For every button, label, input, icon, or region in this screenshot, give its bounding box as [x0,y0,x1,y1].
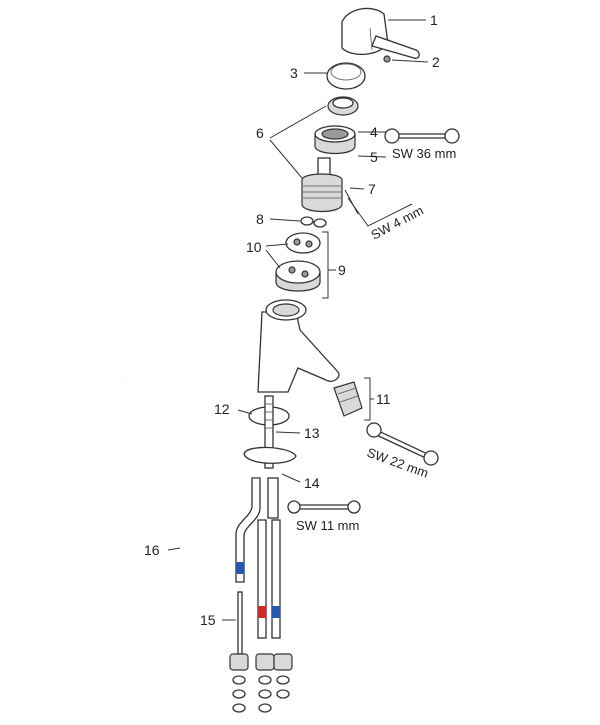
part-hex-screw [344,189,359,215]
callout-3: 3 [290,65,298,81]
tool-size-sw11: SW 11 mm [296,518,359,533]
callout-2: 2 [432,54,440,70]
part-cartridge-nut [314,125,356,155]
callout-13: 13 [304,425,320,441]
callout-1: 1 [430,12,438,28]
part-faucet-body [257,299,340,393]
part-cartridge [301,157,343,213]
tool-size-sw36: SW 36 mm [392,146,456,161]
callout-15: 15 [200,612,216,628]
part-connection-fittings [229,591,293,713]
leader-lines [167,19,429,621]
callout-6: 6 [256,125,264,141]
part-supply-hoses [235,477,281,639]
tool-size-sw4: SW 4 mm [368,203,425,243]
callout-5: 5 [370,149,378,165]
part-fixing-plate [243,446,297,464]
callout-14: 14 [304,475,320,491]
callout-8: 8 [256,211,264,227]
hot-marker [258,606,266,618]
part-pull-rod [121,381,191,665]
part-fixing-nut [267,477,279,519]
part-o-rings [300,216,327,228]
part-set-screw [383,55,391,63]
cold-marker [236,562,244,574]
callout-9: 9 [338,262,346,278]
callout-4: 4 [370,124,378,140]
part-ceramic-disc-bottom [275,260,321,292]
wrench-sw11 [287,500,361,514]
callout-16: 16 [144,542,160,558]
wrench-sw22 [366,422,439,466]
part-threaded-ring [327,96,359,116]
part-cover-cap [326,62,366,90]
cold-marker-2 [272,606,280,618]
wrench-sw36 [384,128,460,144]
callout-12: 12 [214,401,230,417]
callout-11: 11 [376,391,391,407]
part-aerator [333,381,363,417]
part-ceramic-disc-top [285,232,321,254]
callout-7: 7 [368,181,376,197]
callout-10: 10 [246,239,262,255]
allen-key-tool [347,197,413,227]
part-threaded-stud [264,395,274,469]
part-handle-lever [341,7,420,59]
